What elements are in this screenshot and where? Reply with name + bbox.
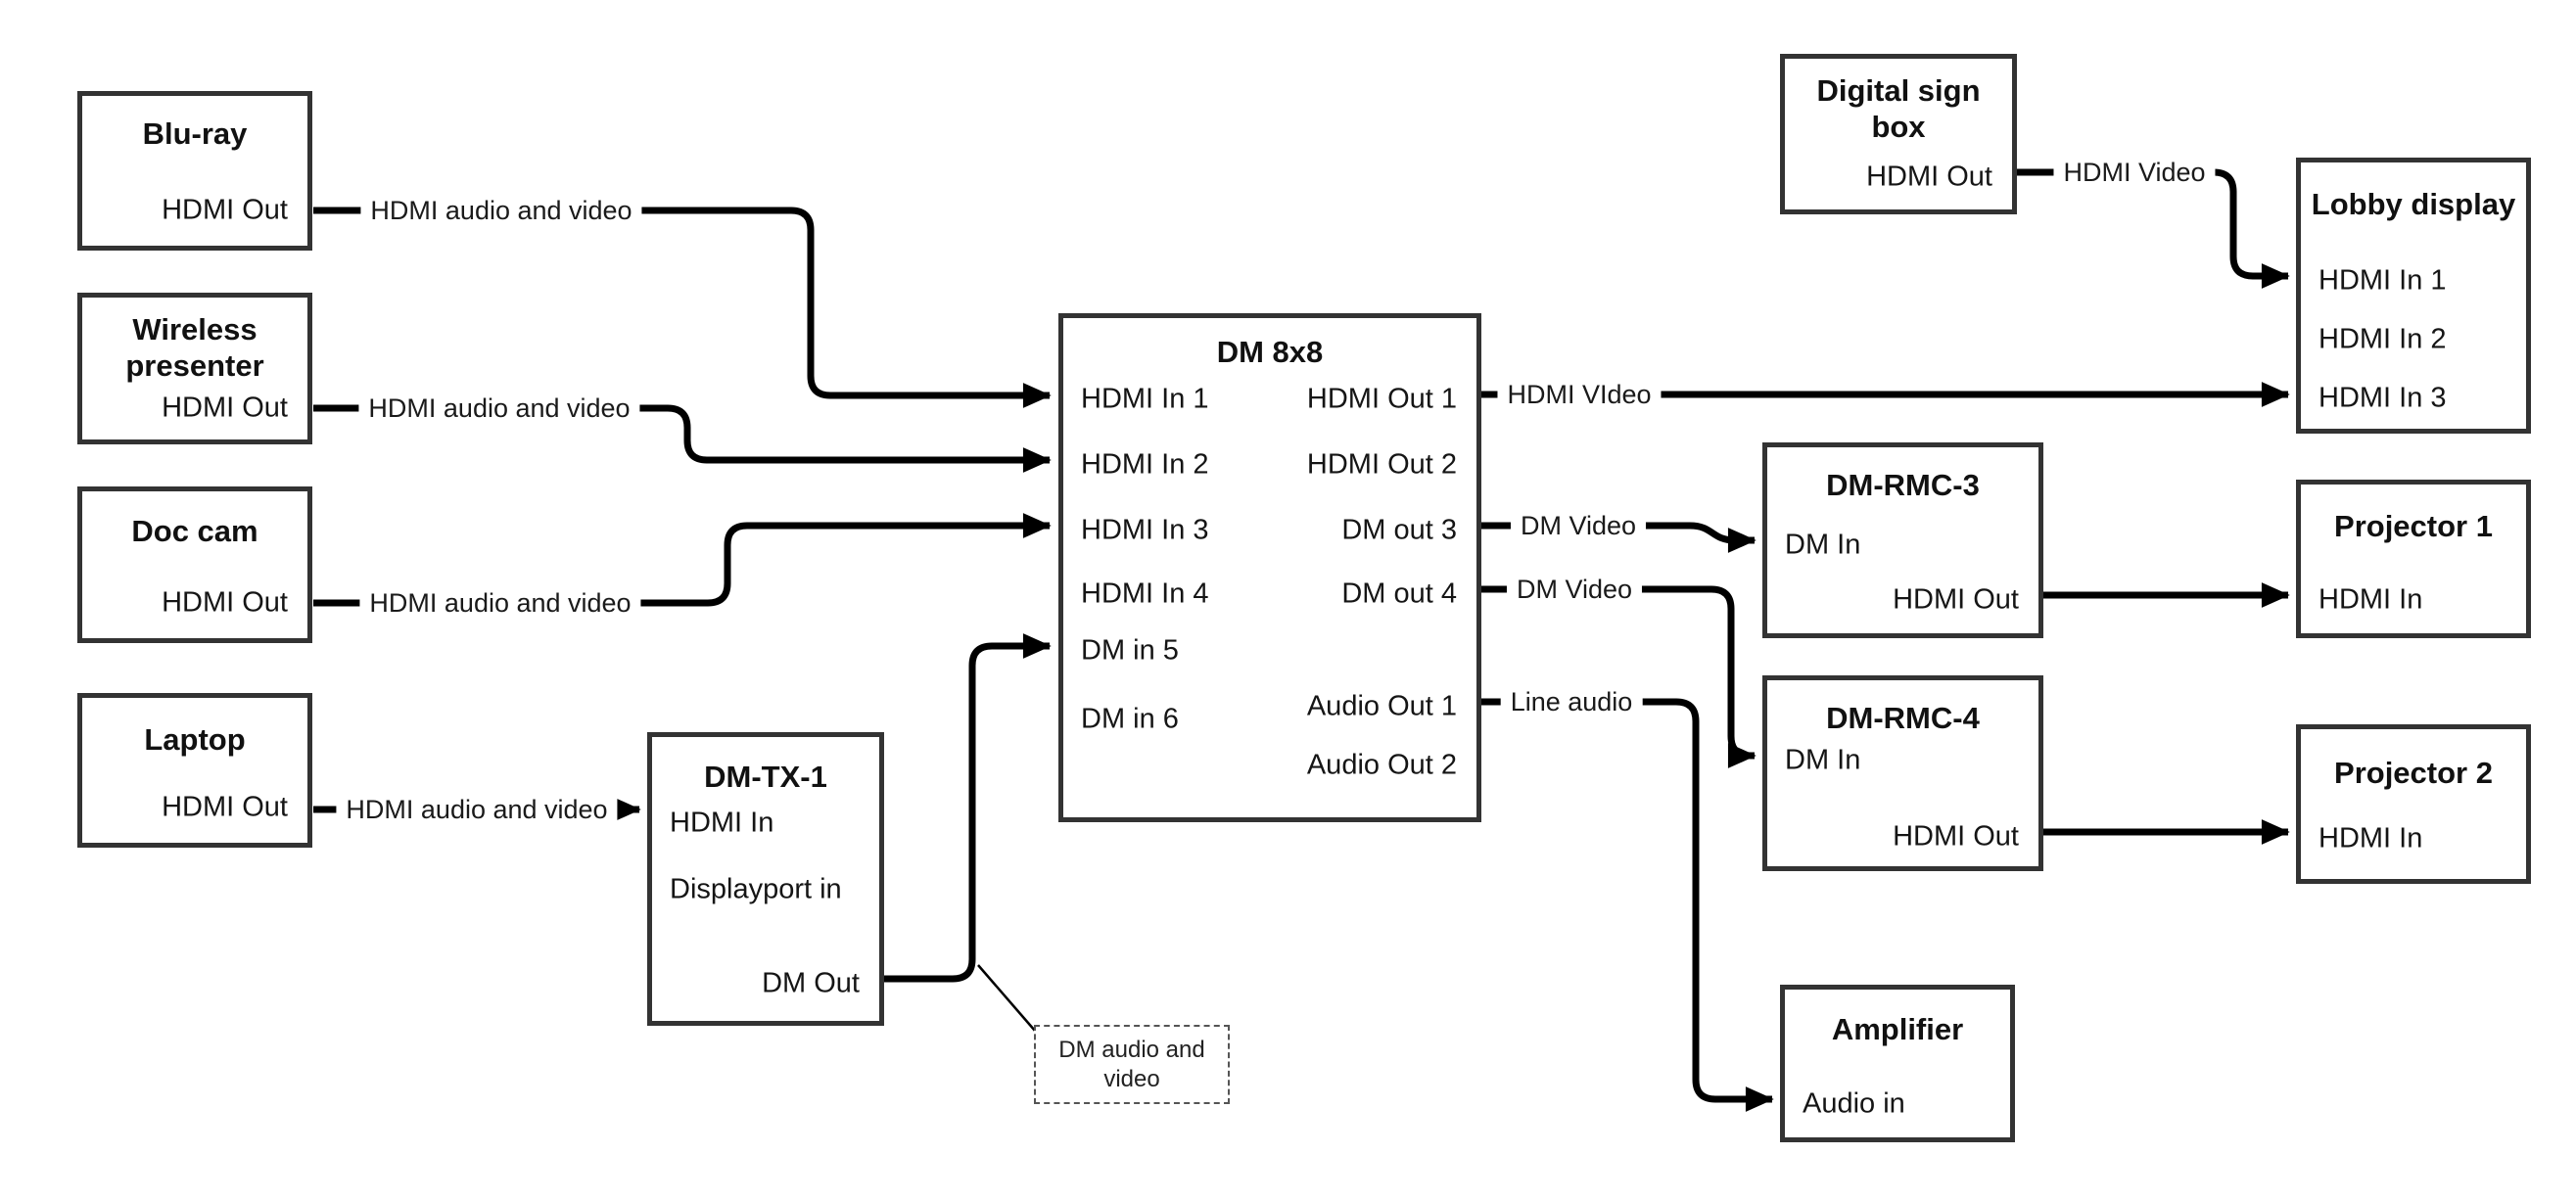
node-dmrmc4-title: DM-RMC-4	[1826, 701, 1980, 735]
node-laptop: Laptop HDMI Out	[77, 693, 312, 848]
port-proj2-hdmi-in: HDMI In	[2318, 822, 2423, 855]
port-dm8x8-audio-out-1: Audio Out 1	[1306, 690, 1457, 722]
node-dm8x8-title: DM 8x8	[1216, 335, 1324, 369]
edge-dm8x8-audio1-to-amplifier	[1480, 698, 1774, 1112]
node-dmtx1-title: DM-TX-1	[704, 760, 827, 794]
node-laptop-title: Laptop	[144, 722, 246, 757]
node-dmrmc3-title: DM-RMC-3	[1826, 468, 1980, 502]
edge-label-wireless: HDMI audio and video	[358, 392, 640, 425]
note-dm-audio-and-video: DM audio and video	[1034, 1025, 1230, 1104]
port-lobby-hdmi-in-3: HDMI In 3	[2318, 382, 2447, 414]
port-dm8x8-hdmi-in-4: HDMI In 4	[1081, 577, 1209, 610]
edge-dm8x8-out3-to-dmrmc3	[1480, 522, 1756, 553]
port-dmrmc4-hdmi-out: HDMI Out	[1893, 820, 2019, 853]
node-dm-tx-1: DM-TX-1 HDMI In Displayport in DM Out	[647, 732, 884, 1026]
node-projector-2: Projector 2 HDMI In	[2296, 724, 2531, 884]
node-bluray: Blu-ray HDMI Out	[77, 91, 312, 251]
node-digitalsign-title: Digital sign box	[1816, 73, 1981, 144]
edge-doccam-to-dm8x8-in3	[313, 513, 1052, 607]
edge-dm8x8-out4-to-dmrmc4	[1480, 585, 1756, 768]
port-lobby-hdmi-in-1: HDMI In 1	[2318, 264, 2447, 297]
node-digital-sign-box: Digital sign box HDMI Out	[1780, 54, 2017, 214]
port-dm8x8-hdmi-out-2: HDMI Out 2	[1306, 448, 1457, 481]
node-bluray-title: Blu-ray	[142, 116, 248, 151]
port-dm8x8-dm-out-4: DM out 4	[1341, 577, 1457, 610]
port-doccam-hdmi-out: HDMI Out	[162, 586, 288, 619]
edge-label-dm-out-4: DM Video	[1506, 573, 1643, 606]
node-doc-cam: Doc cam HDMI Out	[77, 486, 312, 643]
port-proj1-hdmi-in: HDMI In	[2318, 583, 2423, 616]
port-dmrmc4-dm-in: DM In	[1785, 744, 1861, 776]
edge-digitalsign-to-lobby-in1	[2016, 168, 2290, 289]
port-dm8x8-hdmi-in-3: HDMI In 3	[1081, 514, 1209, 546]
note-leader-line	[977, 964, 1036, 1032]
port-digitalsign-hdmi-out: HDMI Out	[1866, 161, 1992, 193]
edge-label-hdmi-out-1: HDMI VIdeo	[1497, 378, 1662, 411]
edge-label-dm-out-3: DM Video	[1510, 509, 1647, 542]
port-laptop-hdmi-out: HDMI Out	[162, 791, 288, 823]
node-dm-8x8: DM 8x8 HDMI In 1 HDMI In 2 HDMI In 3 HDM…	[1058, 313, 1481, 822]
edge-label-bluray: HDMI audio and video	[360, 194, 642, 227]
node-wireless-title: Wireless presenter	[125, 312, 264, 383]
port-dm8x8-dm-in-6: DM in 6	[1081, 703, 1179, 735]
port-lobby-hdmi-in-2: HDMI In 2	[2318, 323, 2447, 355]
port-dm8x8-dm-out-3: DM out 3	[1341, 514, 1457, 546]
edge-label-laptop: HDMI audio and video	[336, 793, 618, 826]
edge-wireless-to-dm8x8-in2	[313, 404, 1052, 473]
node-projector-1: Projector 1 HDMI In	[2296, 480, 2531, 638]
edge-label-digital-sign: HDMI Video	[2053, 156, 2216, 189]
port-dmtx1-dm-out: DM Out	[762, 967, 860, 999]
port-dmtx1-hdmi-in: HDMI In	[670, 807, 774, 839]
node-proj2-title: Projector 2	[2334, 756, 2493, 790]
node-lobby-title: Lobby display	[2311, 187, 2516, 221]
port-dmrmc3-dm-in: DM In	[1785, 529, 1861, 561]
port-dm8x8-dm-in-5: DM in 5	[1081, 634, 1179, 667]
node-proj1-title: Projector 1	[2334, 509, 2493, 543]
port-dm8x8-hdmi-out-1: HDMI Out 1	[1306, 383, 1457, 415]
node-dm-rmc-4: DM-RMC-4 DM In HDMI Out	[1762, 675, 2043, 871]
edge-dmtx1-to-dm8x8-in5	[882, 633, 1052, 983]
port-amplifier-audio-in: Audio in	[1803, 1087, 1905, 1120]
port-bluray-hdmi-out: HDMI Out	[162, 194, 288, 226]
edge-label-doccam: HDMI audio and video	[359, 586, 641, 620]
node-amplifier: Amplifier Audio in	[1780, 985, 2015, 1142]
port-dmrmc3-hdmi-out: HDMI Out	[1893, 583, 2019, 616]
port-dm8x8-hdmi-in-2: HDMI In 2	[1081, 448, 1209, 481]
port-dm8x8-audio-out-2: Audio Out 2	[1306, 749, 1457, 781]
port-wireless-hdmi-out: HDMI Out	[162, 392, 288, 424]
node-doccam-title: Doc cam	[131, 514, 258, 548]
node-lobby-display: Lobby display HDMI In 1 HDMI In 2 HDMI I…	[2296, 158, 2531, 434]
port-dm8x8-hdmi-in-1: HDMI In 1	[1081, 383, 1209, 415]
edge-label-audio-out-1: Line audio	[1500, 685, 1643, 718]
node-dm-rmc-3: DM-RMC-3 DM In HDMI Out	[1762, 442, 2043, 638]
node-wireless-presenter: Wireless presenter HDMI Out	[77, 293, 312, 444]
node-amplifier-title: Amplifier	[1831, 1012, 1964, 1046]
port-dmtx1-displayport-in: Displayport in	[670, 873, 842, 905]
edge-bluray-to-dm8x8-in1	[313, 207, 1052, 408]
